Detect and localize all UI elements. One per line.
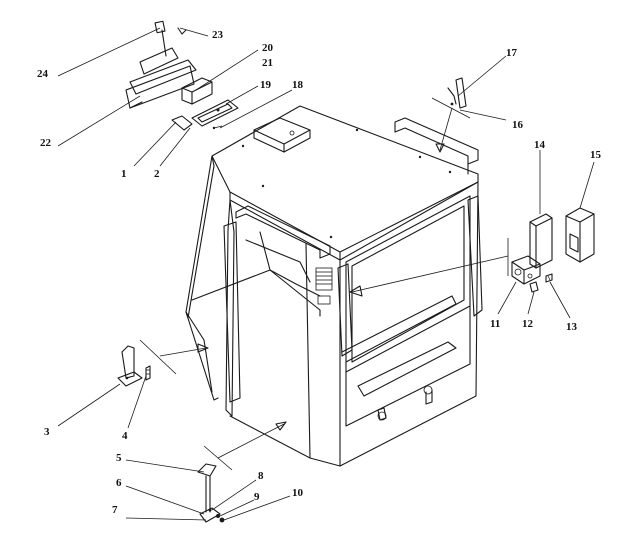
part-screw-4 — [145, 365, 151, 381]
assembly-arrows — [139, 97, 509, 471]
callout-23: 23 — [212, 29, 224, 41]
callout-1: 1 — [121, 168, 127, 180]
leader-lines — [57, 27, 595, 521]
part-hook-17 — [447, 77, 467, 109]
part-panel-14 — [529, 213, 553, 269]
part-box-15 — [565, 207, 595, 263]
callout-15: 15 — [590, 149, 602, 161]
part-visor-22 — [125, 20, 197, 109]
callout-labels: 24 23 22 20 21 19 18 1 2 17 16 14 15 11 … — [37, 29, 602, 516]
callout-9: 9 — [254, 491, 260, 503]
callout-2: 2 — [154, 168, 160, 180]
callout-6: 6 — [116, 477, 122, 489]
callout-18: 18 — [292, 79, 304, 91]
part-clip-1-2 — [171, 115, 223, 131]
callout-3: 3 — [44, 426, 50, 438]
callout-10: 10 — [292, 487, 304, 499]
part-bracket-3 — [117, 345, 143, 387]
callout-19: 19 — [260, 79, 272, 91]
callout-20: 20 — [262, 42, 274, 54]
callout-14: 14 — [534, 139, 546, 151]
callout-11: 11 — [490, 318, 500, 330]
part-hinge-5 — [197, 463, 225, 523]
callout-7: 7 — [112, 504, 118, 516]
part-latch-11 — [511, 255, 541, 285]
part-box-20 — [181, 77, 213, 105]
callout-24: 24 — [37, 68, 49, 80]
callout-5: 5 — [116, 452, 122, 464]
callout-13: 13 — [566, 321, 578, 333]
callout-4: 4 — [122, 430, 128, 442]
part-screw-13 — [545, 273, 553, 283]
callout-8: 8 — [258, 470, 264, 482]
callout-12: 12 — [522, 318, 534, 330]
callout-22: 22 — [40, 137, 52, 149]
callout-16: 16 — [512, 119, 524, 131]
part-tray-19 — [191, 99, 239, 127]
part-plate-12 — [529, 281, 539, 293]
callout-17: 17 — [506, 47, 518, 59]
callout-21: 21 — [262, 57, 273, 69]
cab-body — [185, 105, 483, 467]
